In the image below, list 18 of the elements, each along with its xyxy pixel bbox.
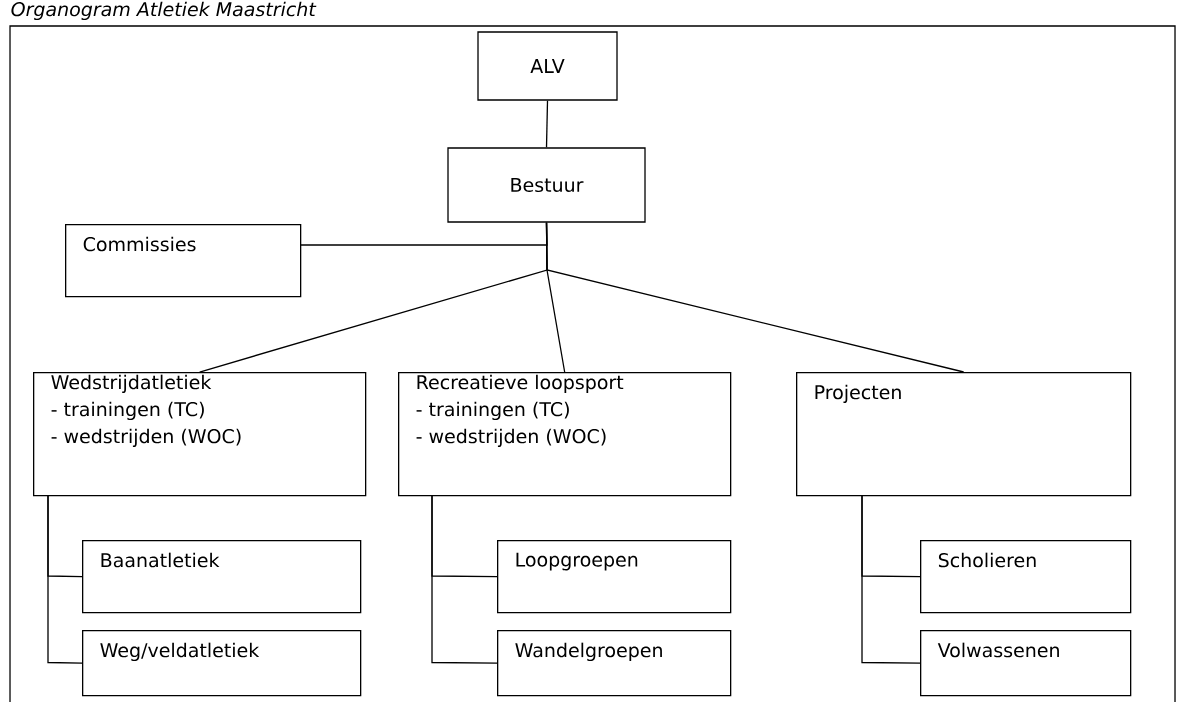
connector-line <box>861 494 921 664</box>
org-box: Recreatieve loopsport - trainingen (TC) - wedstrijden (WOC) <box>398 372 732 497</box>
org-box: Wedstrijdatletiek - trainingen (TC) - wedstrijden (WOC) <box>33 372 367 497</box>
org-box: ALV <box>477 31 618 101</box>
title: Organogram Atletiek Maastricht <box>11 1 317 21</box>
org-box: Commissies <box>65 224 302 298</box>
connector-line <box>545 222 965 373</box>
connector-line <box>431 494 498 664</box>
org-box: Bestuur <box>447 147 646 223</box>
connector-line <box>545 100 549 148</box>
org-box: Projecten <box>796 372 1132 497</box>
org-box: Baanatletiek <box>82 540 362 614</box>
org-box: Volwassenen <box>920 630 1132 697</box>
connector-line <box>47 494 83 664</box>
org-box: Wandelgroepen <box>497 630 732 697</box>
org-box: Scholieren <box>920 540 1132 614</box>
org-box: Weg/veldatletiek <box>82 630 362 697</box>
org-box: Loopgroepen <box>497 540 732 614</box>
